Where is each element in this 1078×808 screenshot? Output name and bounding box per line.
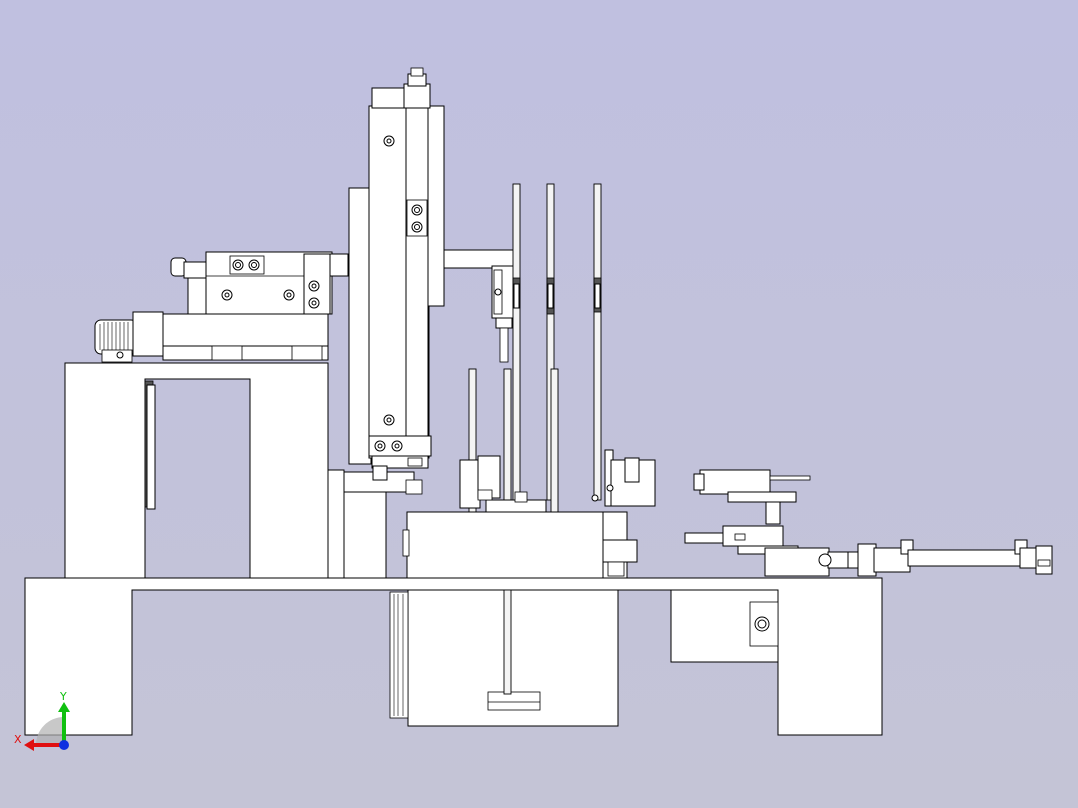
guide-rods[interactable] bbox=[468, 183, 602, 579]
left-pedestal[interactable] bbox=[64, 362, 345, 579]
triad-z-axis bbox=[59, 740, 69, 750]
triad-y-label: Y bbox=[59, 690, 67, 703]
vertical-slide[interactable] bbox=[343, 67, 517, 579]
center-block[interactable] bbox=[402, 449, 656, 579]
horizontal-cylinder[interactable] bbox=[170, 251, 349, 361]
lower-bracket bbox=[389, 591, 409, 719]
triad-x-label: X bbox=[14, 733, 22, 746]
pulley-assembly[interactable] bbox=[94, 311, 329, 363]
right-cylinder-assembly[interactable] bbox=[684, 469, 1053, 577]
view-triad: Y X bbox=[14, 690, 70, 751]
